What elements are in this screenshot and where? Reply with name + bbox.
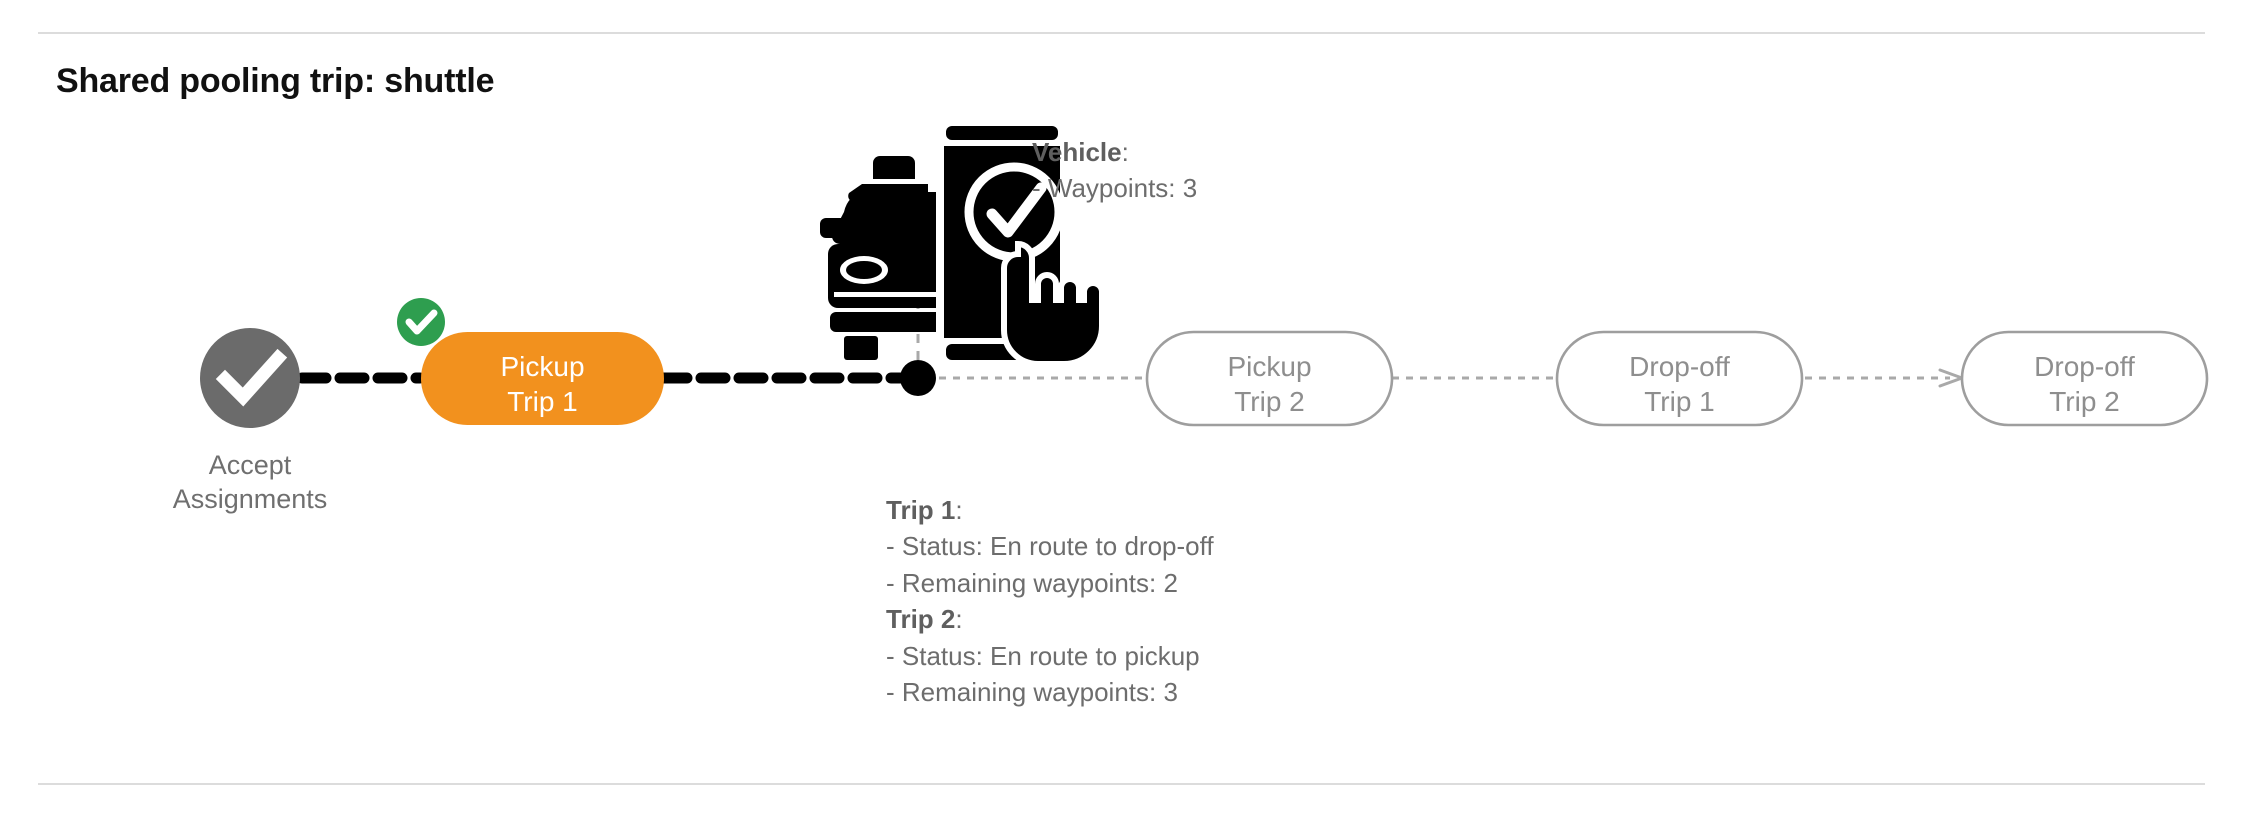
node-dropoff-trip-1[interactable] bbox=[1555, 330, 1804, 427]
trip-2-status-line: - Status: En route to pickup bbox=[886, 640, 1200, 671]
trip-1-heading-suffix: : bbox=[955, 495, 963, 525]
vehicle-annotation-heading: Vehicle bbox=[1032, 137, 1122, 167]
pending-path-segment-3 bbox=[1805, 368, 1964, 388]
vehicle-annotation-heading-suffix: : bbox=[1121, 137, 1129, 167]
check-icon bbox=[215, 348, 288, 407]
vehicle-annotation: Vehicle: - Waypoints: 3 bbox=[1032, 134, 1197, 207]
node-pickup-trip-2[interactable] bbox=[1145, 330, 1394, 427]
trip-1-waypoints-line: - Remaining waypoints: 2 bbox=[886, 567, 1178, 598]
bottom-divider bbox=[38, 783, 2205, 785]
completed-check-badge bbox=[397, 298, 445, 346]
trip-2-heading-suffix: : bbox=[955, 604, 963, 635]
node-pickup-trip-1[interactable] bbox=[421, 332, 664, 425]
page-title: Shared pooling trip: shuttle bbox=[56, 62, 495, 100]
current-position-dot bbox=[900, 360, 936, 396]
top-divider bbox=[38, 32, 2205, 34]
trip-1-heading: Trip 1 bbox=[886, 495, 956, 525]
vehicle-app-check-icon bbox=[820, 126, 1105, 367]
trip-1-status-line: - Status: En route to drop-off bbox=[886, 531, 1214, 562]
trips-annotation: Trip 1: - Status: En route to drop-off -… bbox=[886, 492, 1214, 710]
vehicle-annotation-heading-row: Vehicle: bbox=[1032, 134, 1197, 170]
trip-2-waypoints-line: - Remaining waypoints: 3 bbox=[886, 676, 1178, 707]
vehicle-annotation-line-waypoints: - Waypoints: 3 bbox=[1032, 173, 1198, 204]
accept-assignments-node[interactable] bbox=[200, 328, 300, 428]
trip-2-heading-row: Trip 2: bbox=[886, 601, 1214, 637]
node-dropoff-trip-2[interactable] bbox=[1960, 330, 2209, 427]
trip-2-heading: Trip 2 bbox=[886, 604, 956, 635]
trip-1-heading-row: Trip 1: bbox=[886, 492, 1214, 528]
accept-assignments-label: Accept Assignments bbox=[172, 450, 328, 515]
check-icon bbox=[405, 309, 438, 335]
